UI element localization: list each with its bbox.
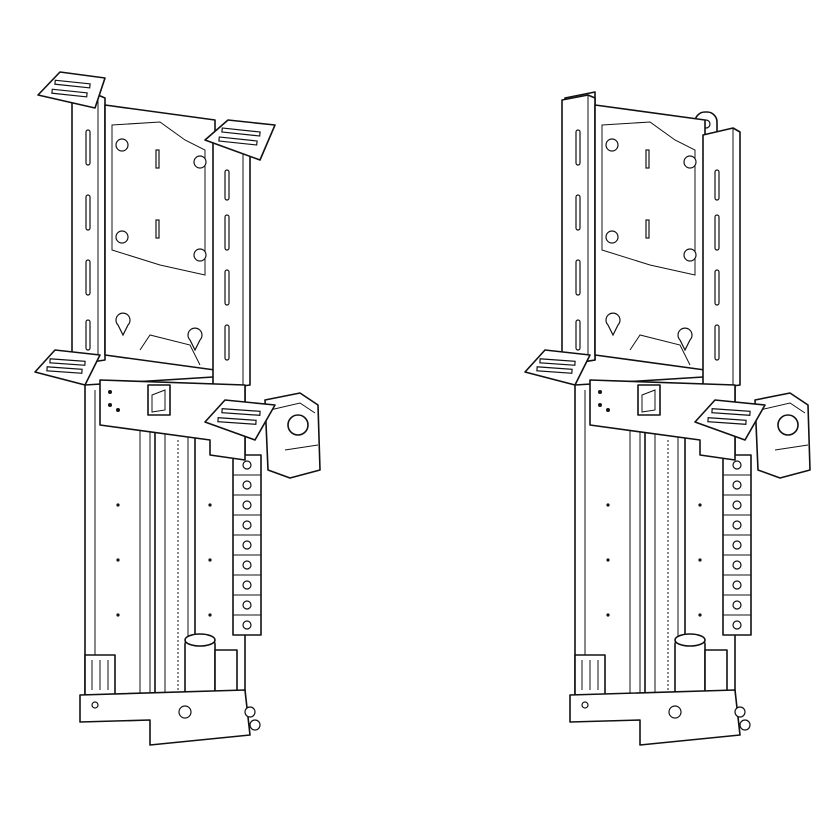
bracket-mid-left <box>524 349 591 386</box>
bracket-mid-right <box>694 399 766 441</box>
mounting-plate <box>594 104 706 371</box>
mounting-plate <box>104 104 216 371</box>
lift-mechanism-left <box>34 71 321 746</box>
side-hinge-plate <box>84 654 116 696</box>
lift-mechanism-right <box>524 91 811 746</box>
cable-chain <box>232 454 262 636</box>
motor <box>184 633 238 701</box>
motor-housing <box>754 392 811 479</box>
left-rail <box>71 94 106 366</box>
left-rail <box>561 94 596 366</box>
motor-housing <box>264 392 321 479</box>
bracket-top-right <box>204 119 276 161</box>
carriage-plate <box>589 379 736 461</box>
bracket-mid-left <box>34 349 101 386</box>
carriage-plate <box>99 379 246 461</box>
right-rail <box>212 127 251 391</box>
bracket-mid-right <box>204 399 276 441</box>
cable-chain <box>722 454 752 636</box>
bracket-top-left <box>37 71 106 109</box>
base-plate <box>79 689 261 746</box>
base-plate <box>569 689 751 746</box>
side-hinge-plate <box>574 654 606 696</box>
motor <box>674 633 728 701</box>
right-rail <box>702 127 741 391</box>
